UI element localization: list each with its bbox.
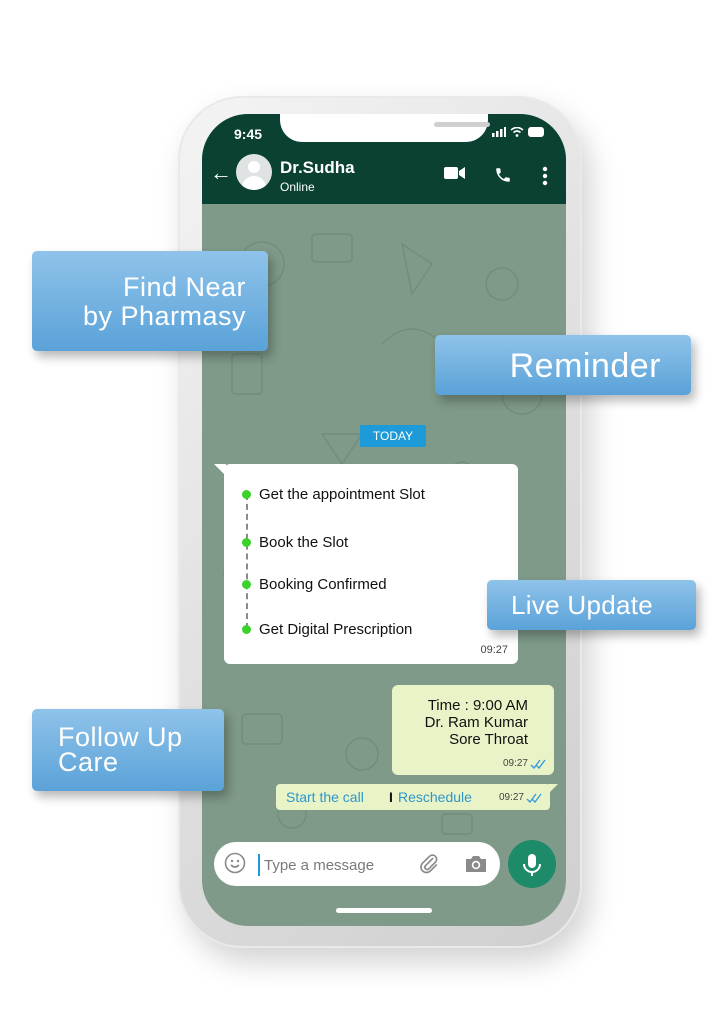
signal-icon xyxy=(492,127,506,137)
mic-button[interactable] xyxy=(508,840,556,888)
step-item: Book the Slot xyxy=(242,534,348,551)
message-meta: 09:27 xyxy=(503,758,546,769)
appointment-doctor: Dr. Ram Kumar xyxy=(424,714,528,731)
step-item: Get Digital Prescription xyxy=(242,621,412,638)
start-call-link[interactable]: Start the call xyxy=(286,789,364,805)
follow-up-care-tag: Follow Up Care xyxy=(32,709,224,791)
message-composer xyxy=(214,842,500,886)
status-icons xyxy=(492,127,544,137)
avatar[interactable] xyxy=(236,154,272,190)
emoji-icon[interactable] xyxy=(224,852,246,874)
back-arrow-icon[interactable]: ← xyxy=(210,160,232,185)
message-input[interactable] xyxy=(258,854,416,876)
step-dot xyxy=(242,625,251,634)
step-text: Get Digital Prescription xyxy=(259,621,413,638)
tag-line: Find Near xyxy=(122,272,246,302)
step-item: Booking Confirmed xyxy=(242,576,387,593)
tag-line: Follow Up xyxy=(58,722,183,752)
outgoing-call-message: Start the call I Reschedule 09:27 xyxy=(276,784,558,810)
incoming-steps-message: Get the appointment Slot Book the Slot B… xyxy=(214,464,518,664)
double-check-icon xyxy=(530,759,546,769)
reschedule-link[interactable]: Reschedule xyxy=(398,789,472,805)
step-text: Booking Confirmed xyxy=(259,576,387,593)
step-text: Book the Slot xyxy=(259,534,349,551)
date-chip: TODAY xyxy=(360,425,426,447)
attach-icon[interactable] xyxy=(418,853,440,875)
message-time: 09:27 xyxy=(498,792,524,803)
message-time: 09:27 xyxy=(480,644,508,656)
more-options-icon[interactable] xyxy=(542,166,548,186)
step-text: Get the appointment Slot xyxy=(259,486,425,503)
reminder-tag: Reminder xyxy=(435,335,691,395)
double-check-icon xyxy=(526,793,542,803)
message-time: 09:27 xyxy=(502,758,528,769)
tag-text: Reminder xyxy=(509,347,661,385)
battery-icon xyxy=(528,127,544,137)
tag-line: Care xyxy=(58,747,119,777)
tag-text: Live Update xyxy=(511,590,654,620)
appointment-time: Time : 9:00 AM xyxy=(427,697,528,714)
find-pharmacy-tag: Find Near by Pharmasy xyxy=(32,251,268,351)
contact-name[interactable]: Dr.Sudha xyxy=(280,158,355,177)
phone-screen: 9:45 ← Dr.Sudha Online TODAY Get the app… xyxy=(202,114,566,926)
voice-call-icon[interactable] xyxy=(494,166,512,184)
notch xyxy=(280,114,490,142)
step-item: Get the appointment Slot xyxy=(242,486,425,503)
message-meta: 09:27 xyxy=(499,792,542,803)
step-dot xyxy=(242,538,251,547)
chat-header: 9:45 ← Dr.Sudha Online xyxy=(202,114,566,204)
link-separator: I xyxy=(389,789,393,805)
mic-icon xyxy=(523,854,541,876)
appointment-reason: Sore Throat xyxy=(449,731,528,748)
status-time: 9:45 xyxy=(234,126,263,142)
tag-line: by Pharmasy xyxy=(82,301,246,331)
contact-status: Online xyxy=(280,180,315,194)
step-dot xyxy=(242,490,251,499)
camera-icon[interactable] xyxy=(464,853,488,875)
speaker xyxy=(434,122,490,127)
video-call-icon[interactable] xyxy=(444,166,466,180)
home-indicator[interactable] xyxy=(336,908,432,913)
wifi-icon xyxy=(510,127,524,137)
live-update-tag: Live Update xyxy=(487,580,696,630)
steps-connector xyxy=(246,494,248,629)
outgoing-appointment-message: Time : 9:00 AM Dr. Ram Kumar Sore Throat… xyxy=(392,685,554,775)
step-dot xyxy=(242,580,251,589)
